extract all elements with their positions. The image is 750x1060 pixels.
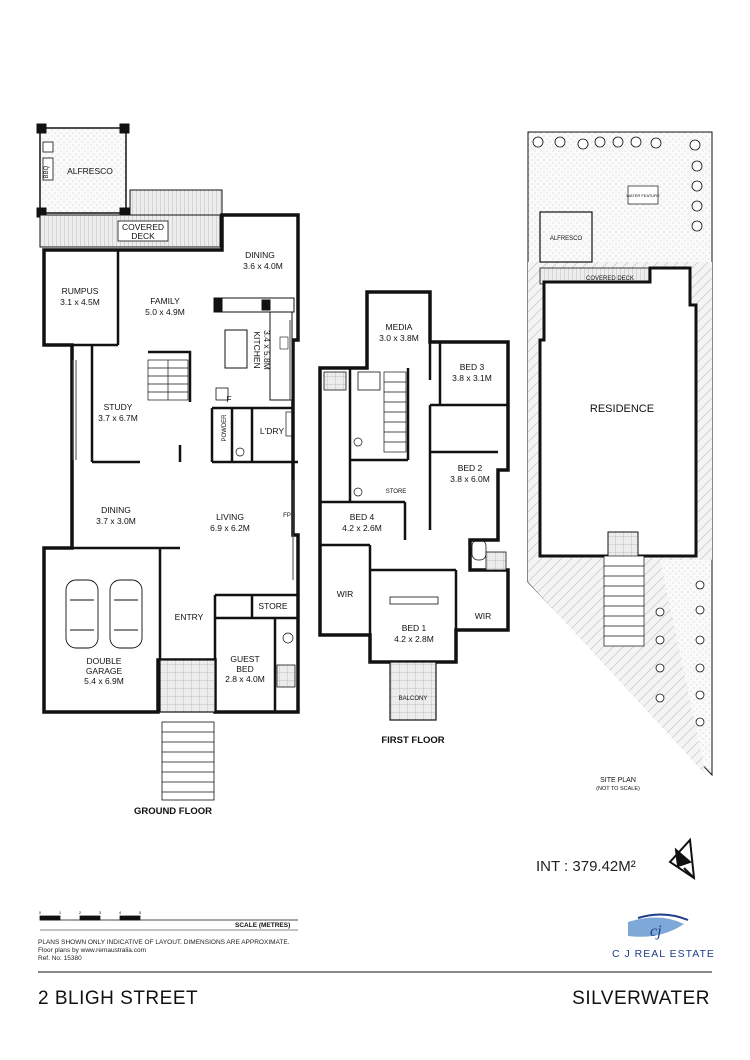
scale-bar bbox=[39, 915, 298, 931]
bed4-size: 4.2 x 2.6M bbox=[342, 523, 382, 533]
first-floor-plan bbox=[318, 290, 510, 721]
garage-size: 5.4 x 6.9M bbox=[84, 676, 124, 686]
site-alfresco-label: ALFRESCO bbox=[550, 236, 583, 242]
entry-label: ENTRY bbox=[175, 612, 204, 622]
dining-top-size: 3.6 x 4.0M bbox=[243, 261, 283, 271]
ground-floor-title: GROUND FLOOR bbox=[134, 806, 212, 817]
dining-size: 3.7 x 3.0M bbox=[96, 516, 136, 526]
bed1-size: 4.2 x 2.8M bbox=[394, 634, 434, 644]
site-plan bbox=[527, 131, 713, 777]
balcony-label: BALCONY bbox=[399, 696, 428, 702]
guest-bed-size: 2.8 x 4.0M bbox=[225, 674, 265, 684]
bed4-label: BED 4 bbox=[350, 512, 375, 522]
wir-left-label: WIR bbox=[337, 589, 354, 599]
alfresco-area bbox=[39, 127, 127, 214]
north-arrow-icon bbox=[668, 837, 696, 881]
study-size: 3.7 x 6.7M bbox=[98, 413, 138, 423]
media-size: 3.0 x 3.8M bbox=[379, 333, 419, 343]
scale-tick: 0 bbox=[39, 910, 42, 915]
residence-label: RESIDENCE bbox=[590, 403, 654, 415]
cj-logo-icon: cj bbox=[628, 913, 689, 940]
garden-plants bbox=[532, 136, 705, 727]
site-plan-subtitle: (NOT TO SCALE) bbox=[596, 786, 640, 792]
dining-label: DINING bbox=[101, 505, 131, 515]
rumpus-size: 3.1 x 4.5M bbox=[60, 297, 100, 307]
logo-letters: cj bbox=[650, 923, 662, 940]
alfresco-label: ALFRESCO bbox=[67, 166, 113, 176]
bed1-label: BED 1 bbox=[402, 623, 427, 633]
ground-floor-plan bbox=[36, 123, 300, 801]
fireplace-label: FP bbox=[283, 513, 291, 519]
ground-floor-labels: ALFRESCO BBQ COVERED DECK DINING 3.6 x 4… bbox=[44, 165, 291, 817]
guest-bed-label-2: BED bbox=[236, 664, 253, 674]
entry-porch bbox=[159, 659, 216, 713]
family-size: 5.0 x 4.9M bbox=[145, 307, 185, 317]
covered-deck-label-2: DECK bbox=[131, 231, 155, 241]
scale-tick: 4 bbox=[119, 910, 122, 915]
kitchen-size: 3.4 x 5.8M bbox=[262, 330, 272, 370]
covered-deck-label-1: COVERED bbox=[122, 222, 164, 232]
water-feature-label: WATER FEATURE bbox=[626, 193, 660, 198]
residence-outline bbox=[538, 266, 698, 558]
scale-tick: 1 bbox=[59, 910, 62, 915]
wir-right-label: WIR bbox=[475, 611, 492, 621]
rumpus-label: RUMPUS bbox=[62, 286, 99, 296]
site-plan-title: SITE PLAN bbox=[600, 777, 636, 784]
guest-bed-label-1: GUEST bbox=[230, 654, 259, 664]
powder-label: POWDER bbox=[222, 414, 228, 442]
bed3-label: BED 3 bbox=[460, 362, 485, 372]
first-floor-outline bbox=[318, 290, 510, 664]
bed2-label: BED 2 bbox=[458, 463, 483, 473]
first-store-label: STORE bbox=[386, 489, 407, 495]
site-covered-deck-label: COVERED DECK bbox=[586, 276, 634, 282]
kitchen-label: KITCHEN bbox=[252, 331, 262, 368]
bed2-size: 3.8 x 6.0M bbox=[450, 474, 490, 484]
site-plan-labels: ALFRESCO COVERED DECK WATER FEATURE RESI… bbox=[550, 193, 660, 792]
store-label: STORE bbox=[258, 601, 287, 611]
bbq-label: BBQ bbox=[44, 165, 50, 178]
scale-ticks: 0 1 2 3 4 5 bbox=[39, 910, 142, 915]
first-floor-labels: MEDIA 3.0 x 3.8M BED 3 3.8 x 3.1M BED 2 … bbox=[337, 322, 492, 746]
garage-label-2: GARAGE bbox=[86, 666, 123, 676]
garage-label-1: DOUBLE bbox=[87, 656, 122, 666]
balcony bbox=[389, 661, 437, 721]
media-label: MEDIA bbox=[386, 322, 413, 332]
bed3-size: 3.8 x 3.1M bbox=[452, 373, 492, 383]
scale-tick: 5 bbox=[139, 910, 142, 915]
scale-tick: 2 bbox=[79, 910, 82, 915]
fridge-label: F bbox=[226, 394, 231, 404]
study-label: STUDY bbox=[104, 402, 133, 412]
laundry-label: L'DRY bbox=[260, 426, 284, 436]
family-label: FAMILY bbox=[150, 296, 180, 306]
dining-top-label: DINING bbox=[245, 250, 275, 260]
first-floor-title: FIRST FLOOR bbox=[381, 735, 444, 746]
scale-tick: 3 bbox=[99, 910, 102, 915]
living-label: LIVING bbox=[216, 512, 244, 522]
living-size: 6.9 x 6.2M bbox=[210, 523, 250, 533]
